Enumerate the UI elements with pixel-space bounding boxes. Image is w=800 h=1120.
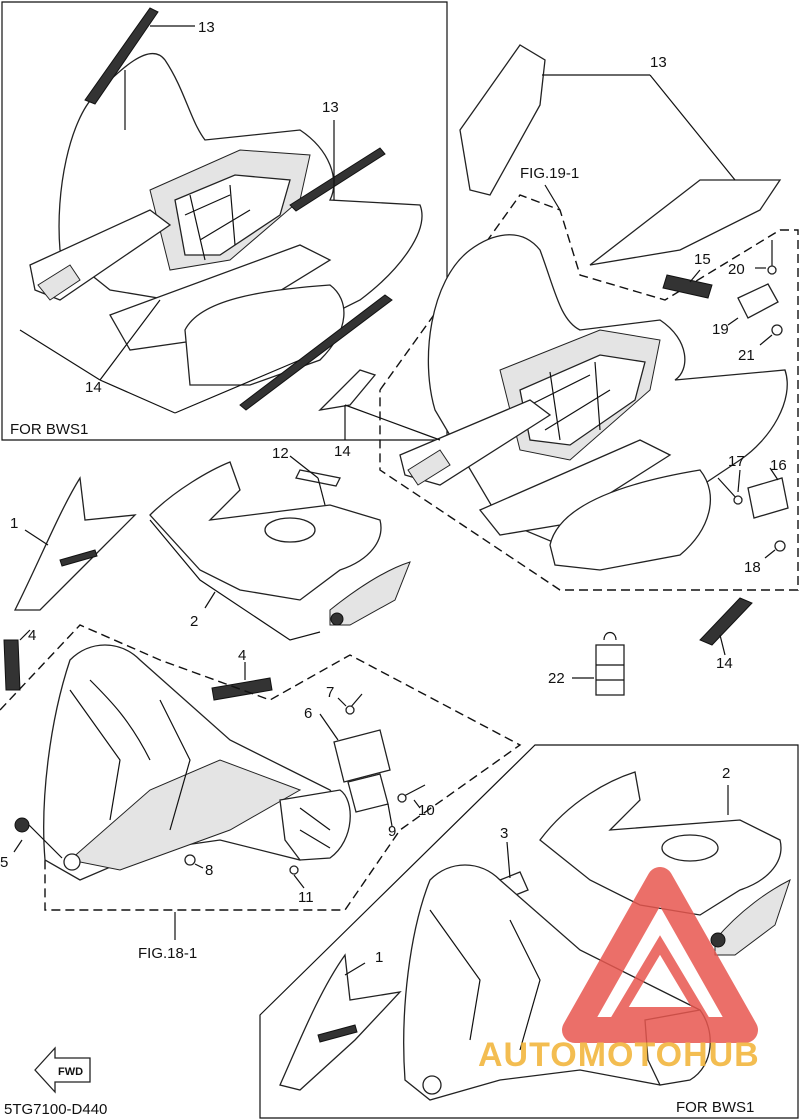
callout-19: 19 [712,321,729,338]
caption-fig-18-1: FIG.18-1 [138,945,197,962]
callout-6: 6 [304,705,312,722]
callout-9: 9 [388,823,396,840]
callout-20: 20 [728,261,745,278]
caption-for-bws1: FOR BWS1 [676,1099,754,1116]
caption-for-bws1: FOR BWS1 [10,421,88,438]
callout-14: 14 [716,655,733,672]
callout-13: 13 [322,99,339,116]
callout-2: 2 [190,613,198,630]
callout-1: 1 [375,949,383,966]
callout-4: 4 [238,647,246,664]
callout-3: 3 [500,825,508,842]
front-cowl-parts: 12 2 1 4 4 5 [0,445,522,962]
callout-1: 1 [10,515,18,532]
bws1-inset-bottom-right: 2 3 1 FWD FOR BWS1 [34,744,799,1119]
callout-18: 18 [744,559,761,576]
diagram-code: 5TG7100-D440 [4,1101,107,1118]
callout-7: 7 [326,684,334,701]
callout-14: 14 [85,379,102,396]
callout-16: 16 [770,457,787,474]
callout-4: 4 [28,627,36,644]
bws1-inset-top-left: 13 13 14 FOR BWS1 [1,1,448,441]
callout-12: 12 [272,445,289,462]
callout-10: 10 [418,802,435,819]
callout-15: 15 [694,251,711,268]
callout-11: 11 [298,889,314,906]
watermark-logo: AUTOMOTOHUB [478,867,760,1074]
callout-21: 21 [738,347,755,364]
watermark-text: AUTOMOTOHUB [478,1036,760,1074]
callout-14: 14 [334,443,351,460]
rear-cowl-assembly: 13 FIG.19-1 14 15 20 19 [318,44,799,696]
callout-13: 13 [198,19,215,36]
callout-17: 17 [728,453,745,470]
callout-2: 2 [722,765,730,782]
caption-fig-19-1: FIG.19-1 [520,165,579,182]
fwd-label: FWD [58,1066,83,1078]
callout-5: 5 [0,854,8,871]
callout-22: 22 [548,670,565,687]
callout-8: 8 [205,862,213,879]
callout-13: 13 [650,54,667,71]
